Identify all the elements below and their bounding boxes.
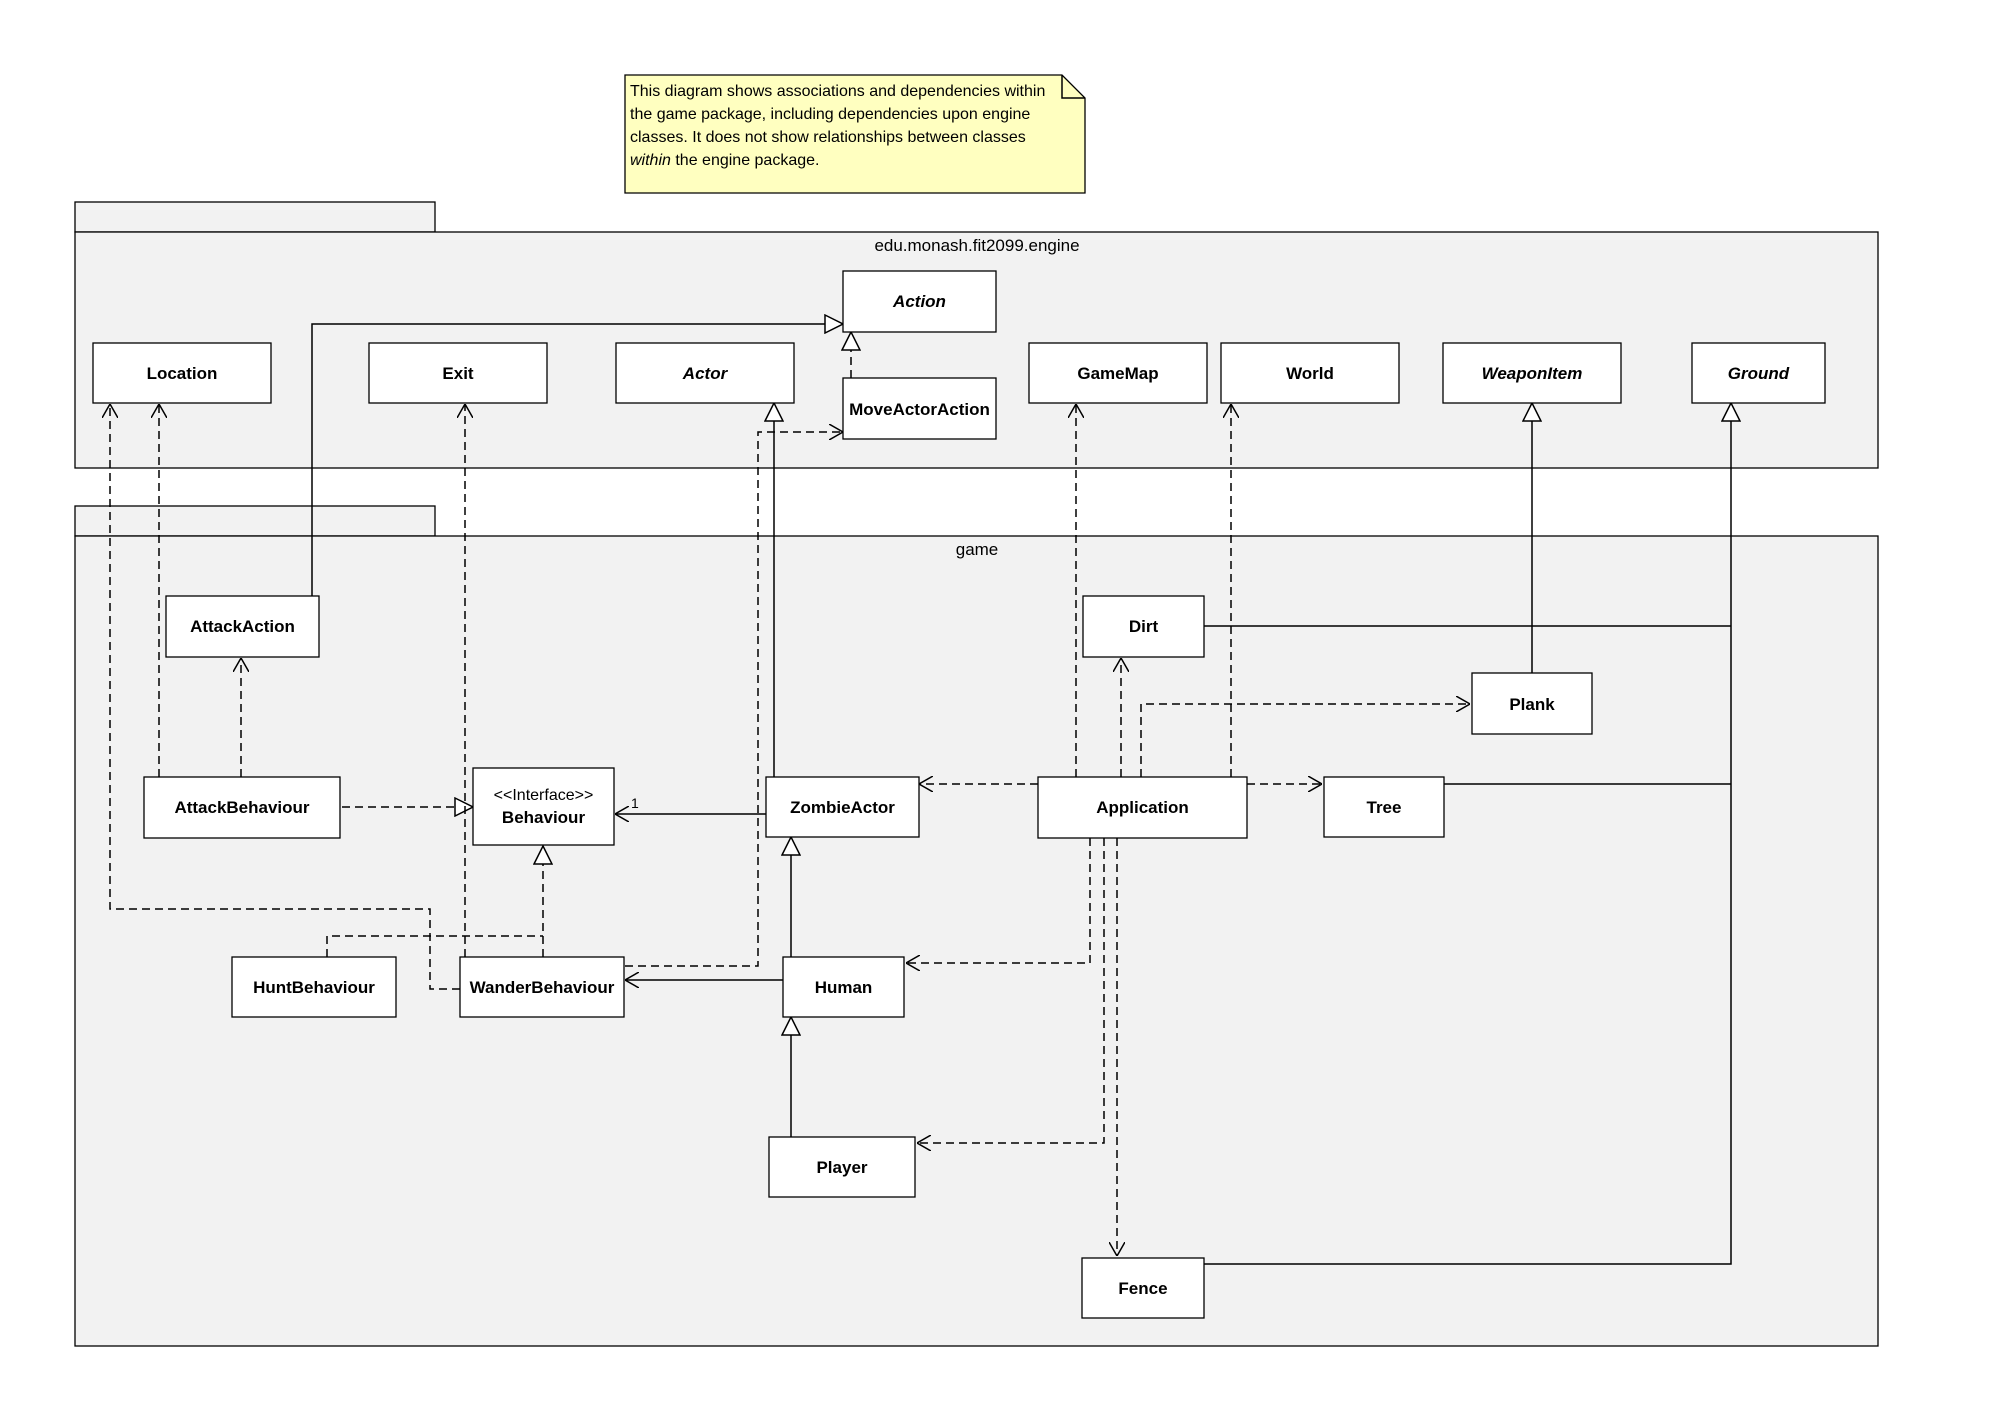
behaviour-multiplicity: 1 bbox=[631, 795, 639, 811]
relationships: 1 bbox=[110, 324, 1731, 1265]
class-action-label: Action bbox=[892, 292, 946, 311]
class-actor-label: Actor bbox=[682, 364, 729, 383]
class-hunt-behaviour[interactable]: HuntBehaviour bbox=[231, 956, 397, 1018]
class-wander-behaviour-label: WanderBehaviour bbox=[470, 978, 615, 997]
huntbehaviour-implements-behaviour bbox=[326, 935, 543, 957]
note-line-1: This diagram shows associations and depe… bbox=[630, 83, 1045, 100]
class-attack-action-label: AttackAction bbox=[190, 617, 295, 636]
class-move-actor-action-label: MoveActorAction bbox=[849, 400, 990, 419]
class-tree[interactable]: Tree bbox=[1323, 776, 1445, 838]
game-package-name: game bbox=[956, 540, 999, 559]
class-world-label: World bbox=[1286, 364, 1334, 383]
application-depends-player bbox=[917, 838, 1105, 1143]
class-behaviour-stereotype: <<Interface>> bbox=[494, 787, 594, 804]
wanderbehaviour-depends-moveactoraction bbox=[625, 432, 843, 967]
class-dirt[interactable]: Dirt bbox=[1082, 595, 1205, 658]
class-ground[interactable]: Ground bbox=[1691, 342, 1826, 404]
application-depends-human bbox=[906, 838, 1091, 963]
diagram-note: This diagram shows associations and depe… bbox=[624, 74, 1086, 194]
class-weapon-item[interactable]: WeaponItem bbox=[1442, 342, 1622, 404]
class-game-map-label: GameMap bbox=[1077, 364, 1158, 383]
game-package: game bbox=[74, 505, 1879, 1347]
class-plank-label: Plank bbox=[1509, 695, 1555, 714]
class-location[interactable]: Location bbox=[92, 342, 272, 404]
class-plank[interactable]: Plank bbox=[1471, 672, 1593, 735]
class-wander-behaviour[interactable]: WanderBehaviour bbox=[459, 956, 625, 1018]
class-attack-behaviour-label: AttackBehaviour bbox=[174, 798, 309, 817]
class-human-label: Human bbox=[815, 978, 873, 997]
class-application-label: Application bbox=[1096, 798, 1189, 817]
note-line-4-rest: the engine package. bbox=[671, 152, 820, 169]
note-line-3: classes. It does not show relationships … bbox=[630, 129, 1026, 146]
class-human[interactable]: Human bbox=[782, 956, 905, 1018]
note-line-2: the game package, including dependencies… bbox=[630, 106, 1030, 123]
class-player-label: Player bbox=[816, 1158, 867, 1177]
attackaction-extends-action bbox=[311, 324, 843, 596]
class-dirt-label: Dirt bbox=[1129, 617, 1159, 636]
class-ground-label: Ground bbox=[1728, 364, 1790, 383]
class-fence-label: Fence bbox=[1118, 1279, 1167, 1298]
class-behaviour[interactable]: <<Interface>> Behaviour bbox=[472, 767, 615, 846]
class-zombie-actor[interactable]: ZombieActor bbox=[765, 776, 920, 838]
class-hunt-behaviour-label: HuntBehaviour bbox=[253, 978, 375, 997]
wanderbehaviour-depends-location bbox=[110, 404, 460, 990]
class-actor[interactable]: Actor bbox=[615, 342, 795, 404]
application-depends-plank bbox=[1140, 704, 1470, 777]
class-attack-behaviour[interactable]: AttackBehaviour bbox=[143, 776, 341, 839]
class-world[interactable]: World bbox=[1220, 342, 1400, 404]
class-zombie-actor-label: ZombieActor bbox=[790, 798, 895, 817]
class-exit[interactable]: Exit bbox=[368, 342, 548, 404]
class-application[interactable]: Application bbox=[1037, 776, 1248, 839]
class-attack-action[interactable]: AttackAction bbox=[165, 595, 320, 658]
fence-extends-ground bbox=[1204, 403, 1731, 1265]
engine-package-name: edu.monash.fit2099.engine bbox=[874, 236, 1079, 255]
class-player[interactable]: Player bbox=[768, 1136, 916, 1198]
class-action[interactable]: Action bbox=[842, 270, 997, 333]
note-line-4: within the engine package. bbox=[630, 152, 819, 169]
class-location-label: Location bbox=[147, 364, 218, 383]
class-fence[interactable]: Fence bbox=[1081, 1257, 1205, 1319]
class-behaviour-label: Behaviour bbox=[502, 808, 586, 827]
note-line-4-italic: within bbox=[630, 152, 671, 169]
class-weapon-item-label: WeaponItem bbox=[1482, 364, 1583, 383]
class-game-map[interactable]: GameMap bbox=[1028, 342, 1208, 404]
class-move-actor-action[interactable]: MoveActorAction bbox=[842, 377, 997, 440]
class-tree-label: Tree bbox=[1367, 798, 1402, 817]
class-exit-label: Exit bbox=[442, 364, 474, 383]
